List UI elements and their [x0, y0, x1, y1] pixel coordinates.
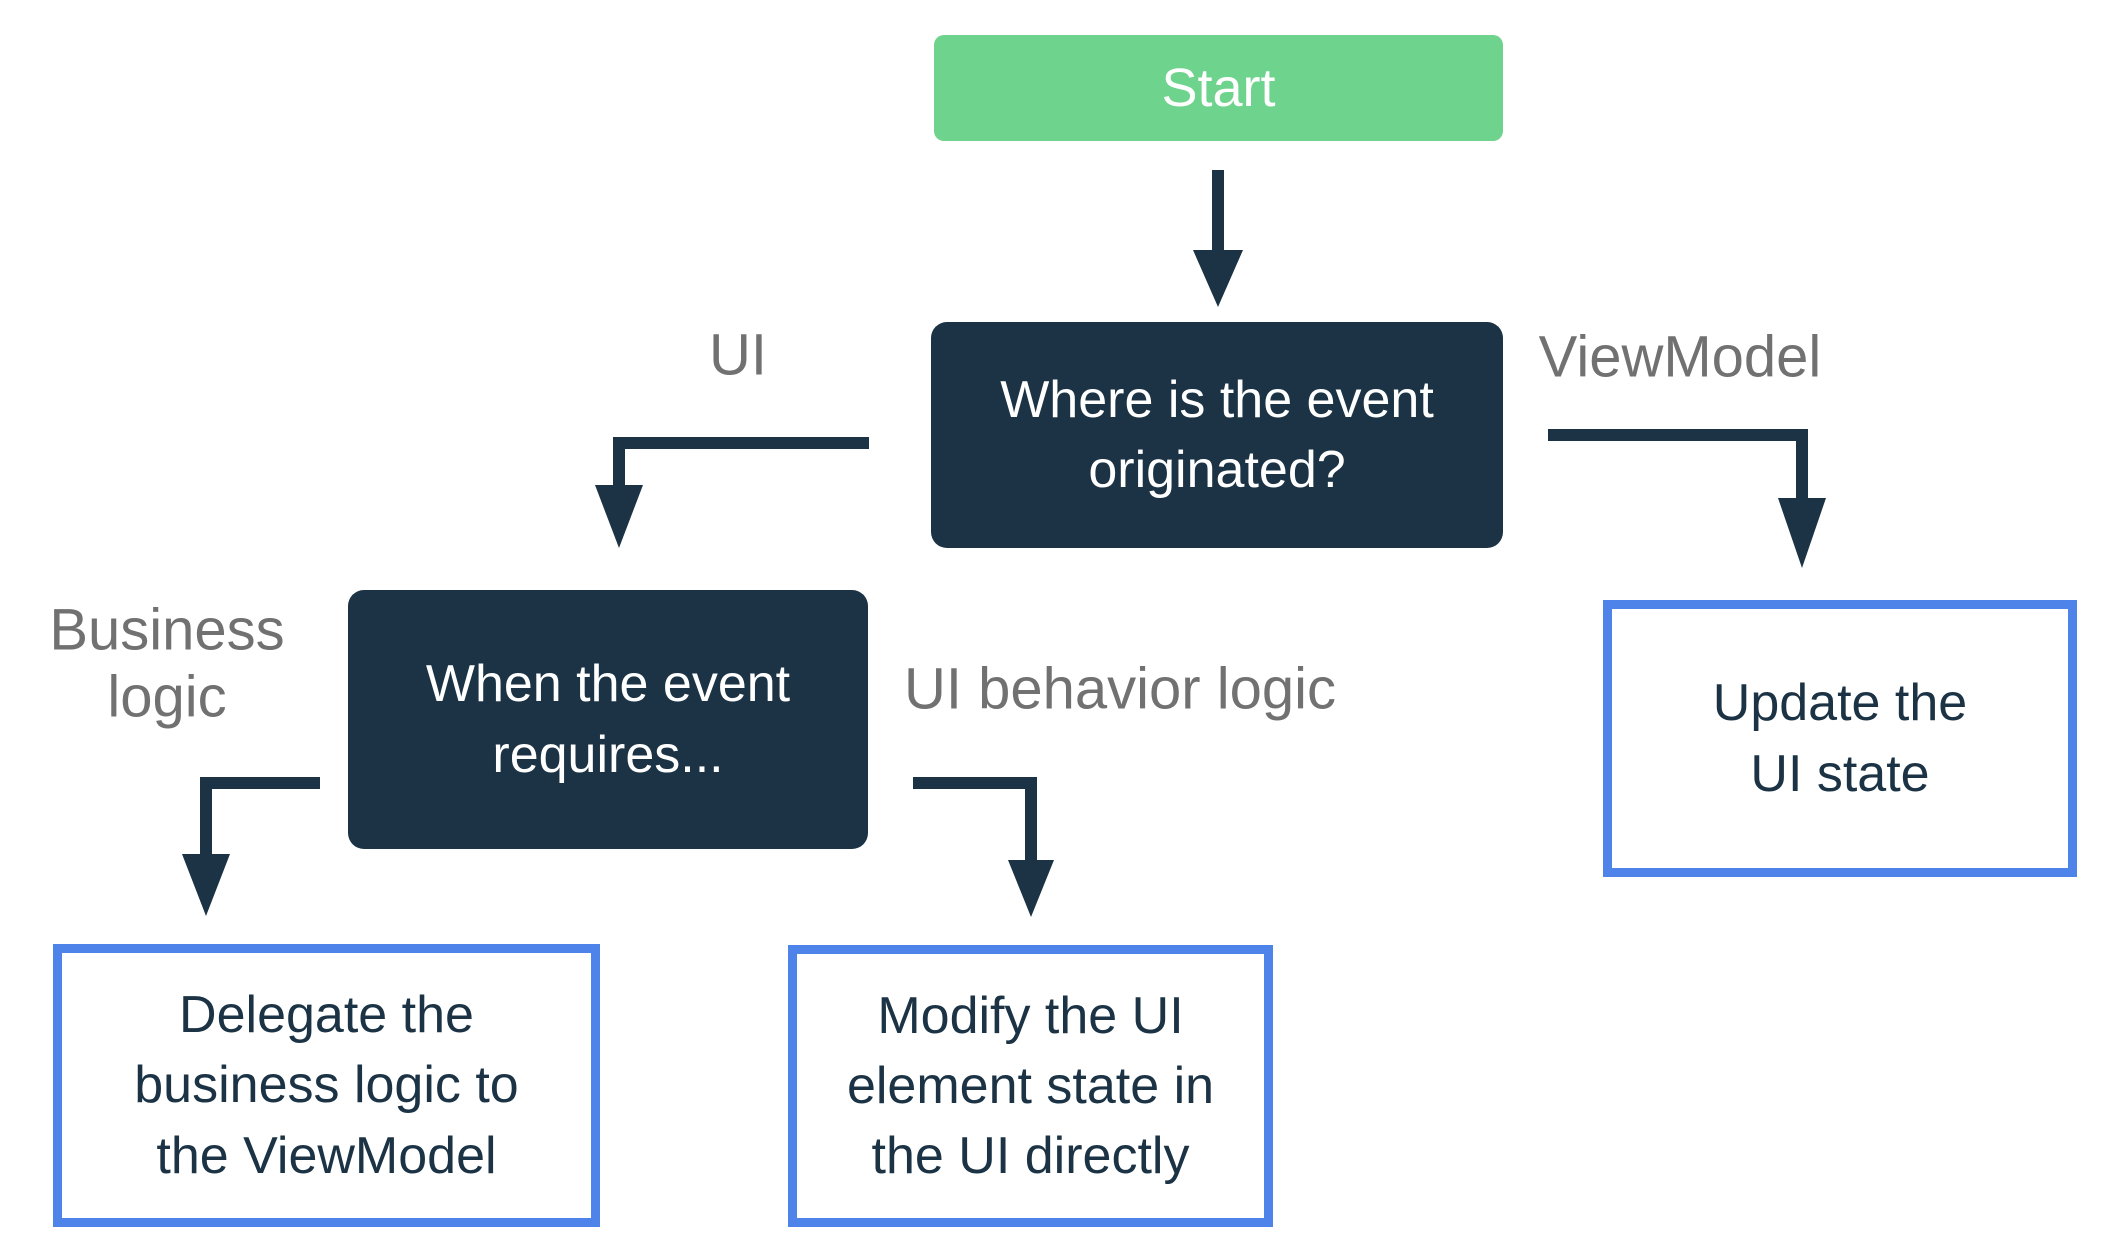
edge-label-line: logic [107, 664, 227, 729]
edge-label-business-logic: Business logic [49, 597, 284, 730]
node-text-line: the UI directly [871, 1127, 1190, 1186]
update-ui-state-node: Update the UI state [1603, 600, 2077, 877]
node-text-line: Modify the UI [877, 986, 1184, 1045]
arrow-start-to-where [1193, 170, 1243, 307]
node-text-line: Start [1161, 57, 1276, 118]
when-event-node: When the event requires... [348, 590, 868, 849]
edge-label-ui-behavior-logic: UI behavior logic [904, 656, 1336, 722]
modify-ui-element-node: Modify the UI element state in the UI di… [788, 945, 1273, 1227]
edge-label-viewmodel: ViewModel [1538, 324, 1822, 390]
start-node: Start [934, 35, 1503, 141]
node-text-line: originated? [1088, 441, 1346, 499]
arrow-where-to-when [595, 437, 869, 548]
node-text-line: the ViewModel [156, 1126, 497, 1185]
arrow-when-to-modify [913, 777, 1054, 917]
edge-label-ui: UI [709, 322, 767, 388]
where-event-node: Where is the event originated? [931, 322, 1503, 548]
node-text-line: Where is the event [1000, 370, 1434, 429]
edge-label-line: Business [49, 597, 285, 663]
arrow-when-to-delegate [182, 777, 320, 916]
node-text-line: requires... [492, 725, 724, 784]
node-text-line: business logic to [134, 1056, 519, 1115]
node-text-line: Delegate the [179, 986, 474, 1045]
node-text-line: UI state [1750, 744, 1930, 803]
node-text-line: When the event [425, 655, 791, 714]
delegate-business-logic-node: Delegate the business logic to the ViewM… [53, 944, 600, 1227]
node-text-line: element state in [846, 1056, 1215, 1115]
node-text-line: Update the [1712, 674, 1968, 733]
arrow-where-to-update [1548, 429, 1826, 568]
